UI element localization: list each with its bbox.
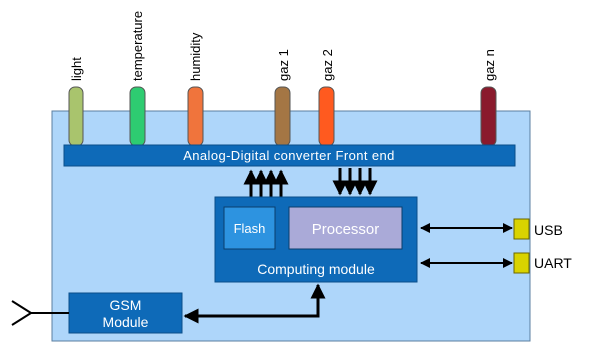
adc-to-computing-arrows — [243, 168, 378, 197]
antenna-icon — [11, 300, 69, 326]
sensor-temperature-probe — [129, 86, 146, 147]
sensor-gaz-2-probe — [318, 86, 335, 147]
gsm-link-arrow — [183, 283, 326, 324]
uart-port — [513, 252, 530, 274]
sensor-temperature: temperature — [129, 11, 146, 147]
sensor-humidity-probe — [187, 86, 204, 147]
sensor-light-label: light — [69, 57, 84, 81]
sensor-gaz-n-probe — [480, 86, 497, 147]
sensor-gaz-1-label: gaz 1 — [276, 49, 291, 81]
uart-label: UART — [534, 255, 572, 271]
sensor-humidity: humidity — [187, 32, 204, 147]
flash-block — [223, 206, 276, 250]
sensor-temperature-label: temperature — [130, 11, 145, 81]
sensor-gaz-n: gaz n — [480, 49, 497, 147]
sensor-light: light — [68, 57, 84, 147]
processor-label: Processor — [312, 221, 380, 238]
gsm-module-label-line1: GSM — [110, 297, 142, 313]
usb-port — [513, 218, 530, 240]
adc-front-end-block — [63, 144, 516, 167]
processor-block — [288, 206, 403, 250]
sensor-humidity-label: humidity — [188, 32, 203, 81]
sensor-gaz-n-label: gaz n — [482, 49, 497, 81]
sensor-gaz-2: gaz 2 — [318, 49, 335, 147]
sensor-gaz-2-label: gaz 2 — [320, 49, 335, 81]
adc-front-end-label: Analog-Digital converter Front end — [183, 148, 395, 163]
gsm-module-label-line2: Module — [103, 314, 149, 330]
computing-module-label: Computing module — [257, 261, 375, 277]
flash-label: Flash — [234, 221, 266, 236]
usb-label: USB — [534, 222, 563, 238]
sensor-gaz-1-probe — [274, 86, 291, 147]
sensor-light-probe — [68, 86, 84, 147]
sensor-gaz-1: gaz 1 — [274, 49, 291, 147]
